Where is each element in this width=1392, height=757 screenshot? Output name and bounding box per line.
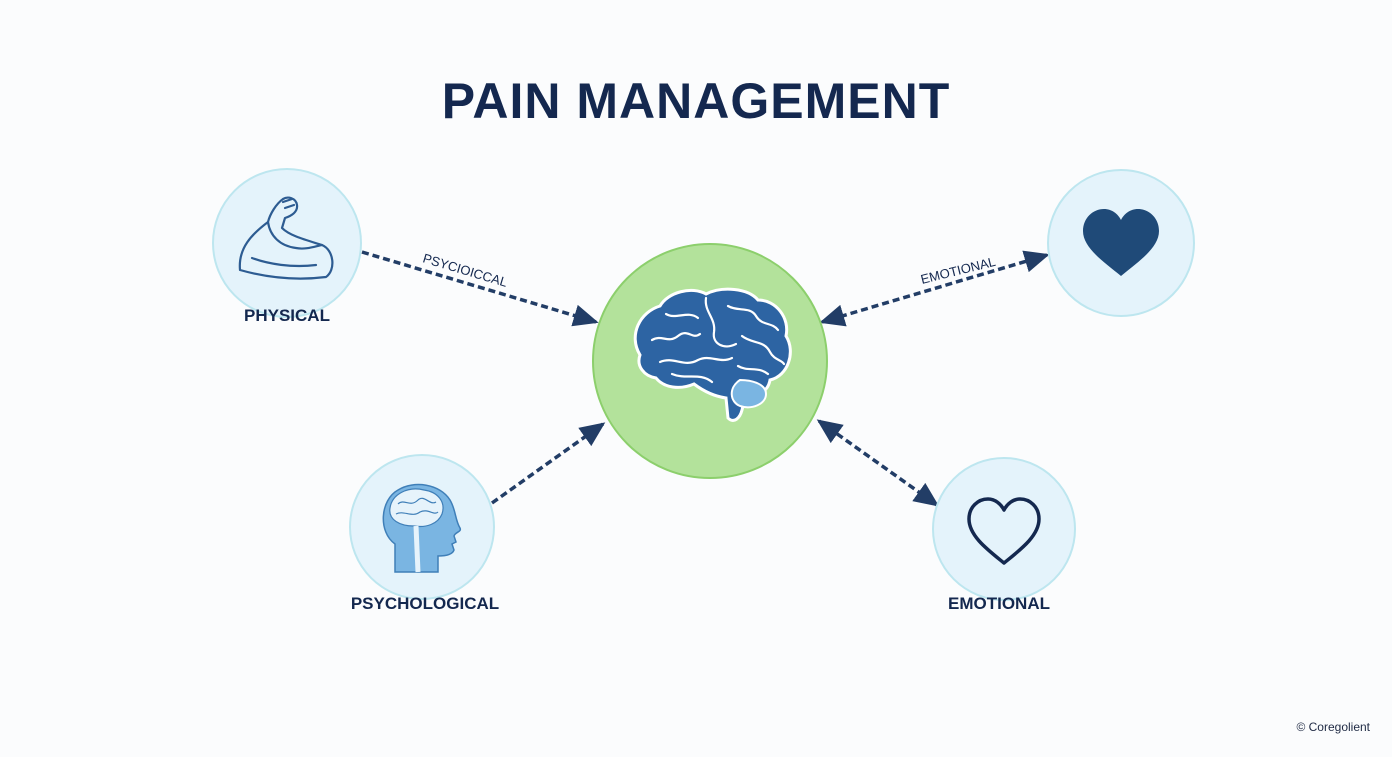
- psychological-node: [349, 454, 495, 600]
- head-brain-icon: [382, 483, 462, 573]
- edge-label-physical: PSYCIOICCAL: [421, 251, 509, 290]
- physical-label: PHYSICAL: [244, 306, 330, 325]
- arrow-emotional-to-center: [819, 250, 1050, 327]
- brain-icon: [633, 287, 792, 422]
- center-brain-node: [592, 243, 828, 479]
- outline-heart-icon: [967, 497, 1041, 565]
- arrow-center-to-emotional: [816, 419, 940, 507]
- flexed-arm-icon: [238, 196, 334, 280]
- filled-heart-icon: [1083, 209, 1159, 276]
- arrow-physical-to-center: [361, 250, 599, 327]
- emotional-top-node: [1047, 169, 1195, 317]
- emotional-bottom-node: [932, 457, 1076, 601]
- emotional-label: EMOTIONAL: [948, 594, 1050, 613]
- credit-text: © Coregolient: [1296, 720, 1370, 734]
- diagram-title: PAIN MANAGEMENT: [441, 73, 951, 129]
- arrow-psychological-to-center: [490, 422, 606, 505]
- psychological-label: PSYCHOLOGICAL: [350, 594, 500, 613]
- physical-node: [212, 168, 362, 318]
